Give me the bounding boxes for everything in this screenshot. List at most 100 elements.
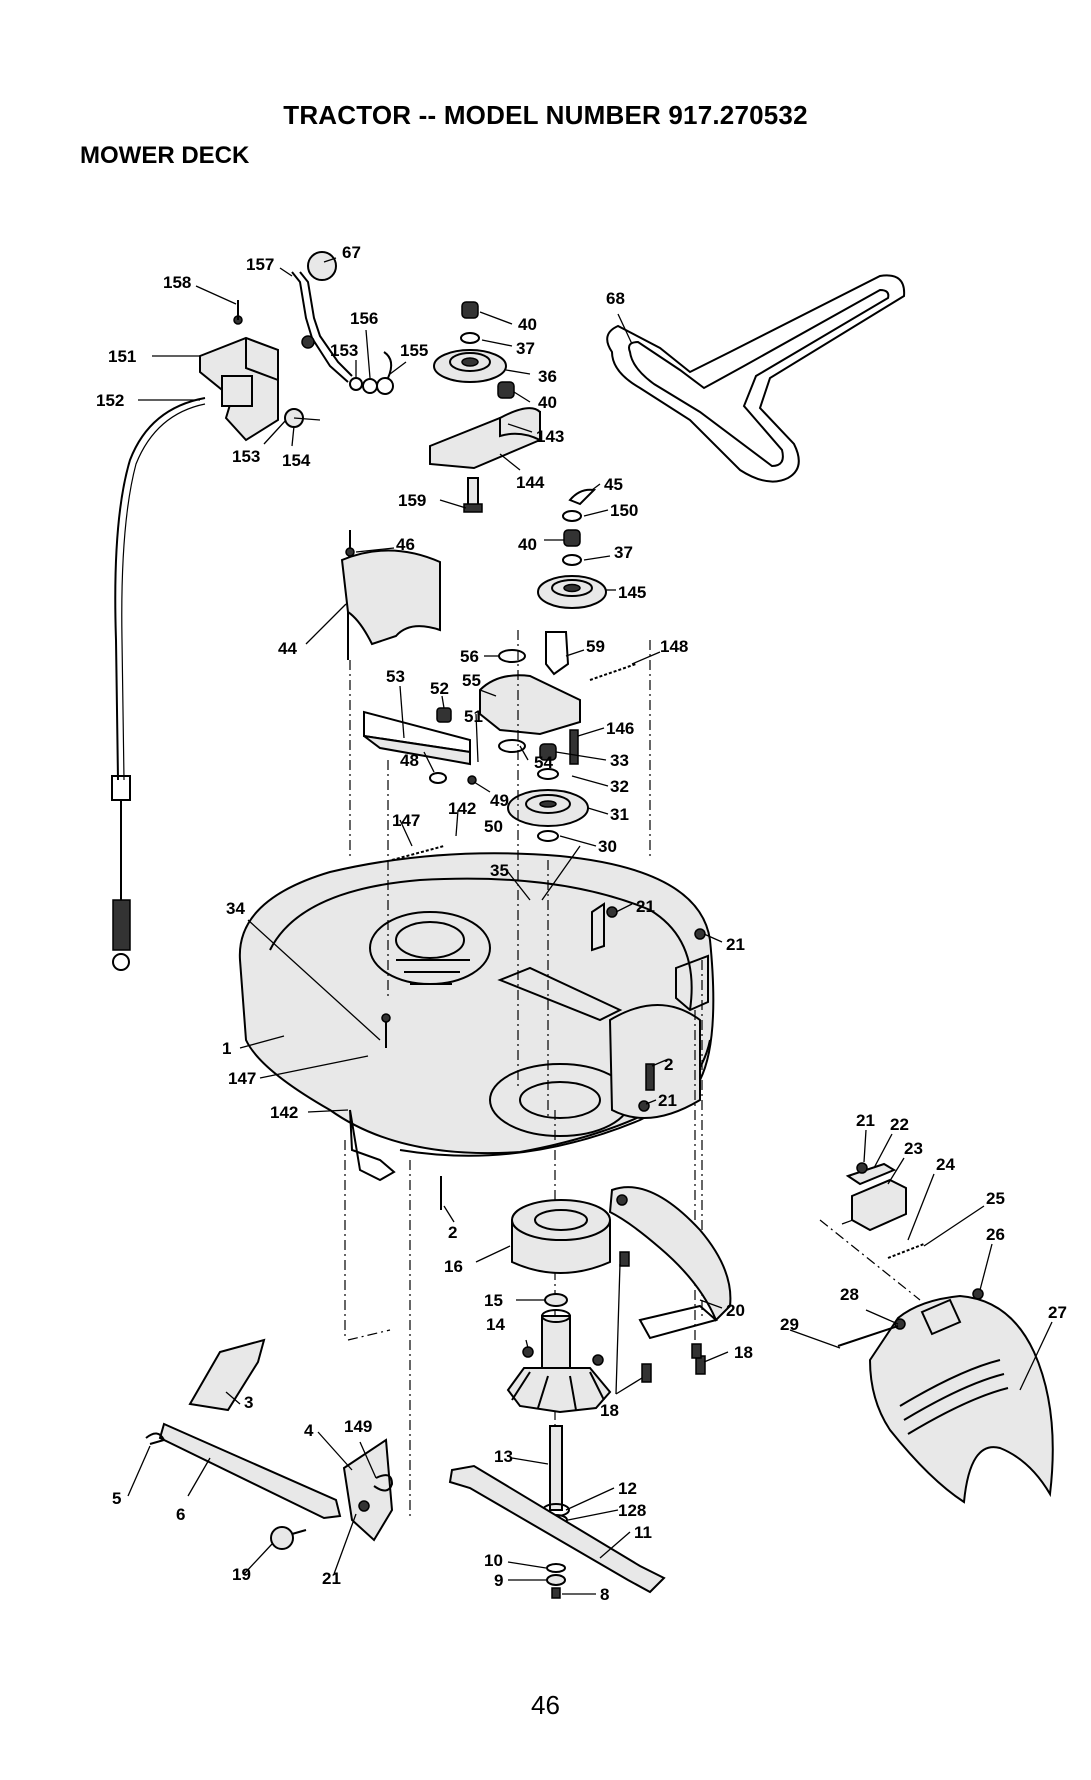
callout-21-c: 21 [658,1091,677,1110]
callout-36: 36 [538,367,557,386]
callout-21: 21 [636,897,655,916]
callout-40-b: 40 [538,393,557,412]
callout-25: 25 [986,1189,1005,1208]
callout-147-b: 147 [228,1069,256,1088]
callout-144: 144 [516,473,545,492]
callout-68: 68 [606,289,625,308]
pulley-hardware-part [537,488,607,609]
callout-14: 14 [486,1315,505,1334]
lift-link-part [145,1338,394,1550]
callout-19: 19 [232,1565,251,1584]
blade-assembly-part [448,1425,666,1599]
callout-27: 27 [1048,1303,1067,1322]
callout-40: 40 [518,315,537,334]
callout-21-e: 21 [322,1569,341,1588]
spindle-part [506,1293,612,1414]
callout-48: 48 [400,751,419,770]
callout-2: 2 [664,1055,673,1074]
callout-10: 10 [484,1551,503,1570]
callout-56: 56 [460,647,479,666]
parts-artwork [111,251,1054,1599]
callout-40-c: 40 [518,535,537,554]
leader-lines [127,257,1053,1595]
callout-146: 146 [606,719,634,738]
page-number: 46 [531,1690,560,1720]
callout-5: 5 [112,1489,121,1508]
callout-11: 11 [634,1523,652,1542]
callout-55: 55 [462,671,481,690]
callout-157: 157 [246,255,274,274]
callout-153-b: 153 [232,447,260,466]
callout-35: 35 [490,861,509,880]
callout-49: 49 [490,791,509,810]
callout-53: 53 [386,667,405,686]
callout-37-b: 37 [614,543,633,562]
callout-21-b: 21 [726,935,745,954]
callout-23: 23 [904,1139,923,1158]
callout-31: 31 [610,805,629,824]
callout-148: 148 [660,637,688,656]
callout-54: 54 [534,753,553,772]
callout-26: 26 [986,1225,1005,1244]
callout-152: 152 [96,391,124,410]
drive-belt-part [606,274,906,483]
discharge-chute-part [837,1294,1054,1504]
section-title: MOWER DECK [80,142,250,169]
callout-59: 59 [586,637,605,656]
page-title: TRACTOR -- MODEL NUMBER 917.270532 [283,100,808,130]
callout-6: 6 [176,1505,185,1524]
callout-52: 52 [430,679,449,698]
callout-2-b: 2 [448,1223,457,1242]
callout-18-b: 18 [600,1401,619,1420]
mounting-bracket-part [199,300,279,442]
callout-45: 45 [604,475,623,494]
callout-142: 142 [448,799,476,818]
callout-28: 28 [840,1285,859,1304]
callout-158: 158 [163,273,191,292]
callout-20: 20 [726,1301,745,1320]
callout-1: 1 [222,1039,231,1058]
idler-bracket-part [429,407,541,470]
callout-9: 9 [494,1571,503,1590]
callout-150: 150 [610,501,638,520]
deck-hardware-part [349,902,709,1210]
center-pulley-part [507,743,589,842]
callout-149: 149 [344,1417,372,1436]
mower-deck-part [238,852,715,1157]
callout-21-d: 21 [856,1111,875,1130]
tension-arm-part [363,707,477,785]
right-bracket-part [845,1162,984,1300]
callout-155: 155 [400,341,428,360]
callout-145: 145 [618,583,646,602]
callout-22: 22 [890,1115,909,1134]
callout-154: 154 [282,451,311,470]
callout-67: 67 [342,243,361,262]
callout-156: 156 [350,309,378,328]
callout-15: 15 [484,1291,503,1310]
callout-30: 30 [598,837,617,856]
callout-29: 29 [780,1315,799,1334]
idler-pulley-part [433,301,515,399]
callout-50: 50 [484,817,503,836]
callout-32: 32 [610,777,629,796]
callout-12: 12 [618,1479,637,1498]
idler-arm-part [479,631,637,765]
lift-handle-part [291,251,353,383]
callout-51: 51 [464,707,483,726]
callout-159: 159 [398,491,426,510]
callout-128: 128 [618,1501,646,1520]
belt-guide-part [608,1186,732,1340]
callout-3: 3 [244,1393,253,1412]
callout-18: 18 [734,1343,753,1362]
bolt-part [463,477,483,513]
bolt-18-part [619,1251,706,1383]
callout-147: 147 [392,811,420,830]
callout-8: 8 [600,1585,609,1604]
callout-16: 16 [444,1257,463,1276]
lift-cable-part [111,397,206,971]
callout-labels: 67 157 158 156 151 153 155 152 153 154 4… [96,243,1067,1604]
callout-151: 151 [108,347,136,366]
callout-143: 143 [536,427,564,446]
callout-24: 24 [936,1155,955,1174]
